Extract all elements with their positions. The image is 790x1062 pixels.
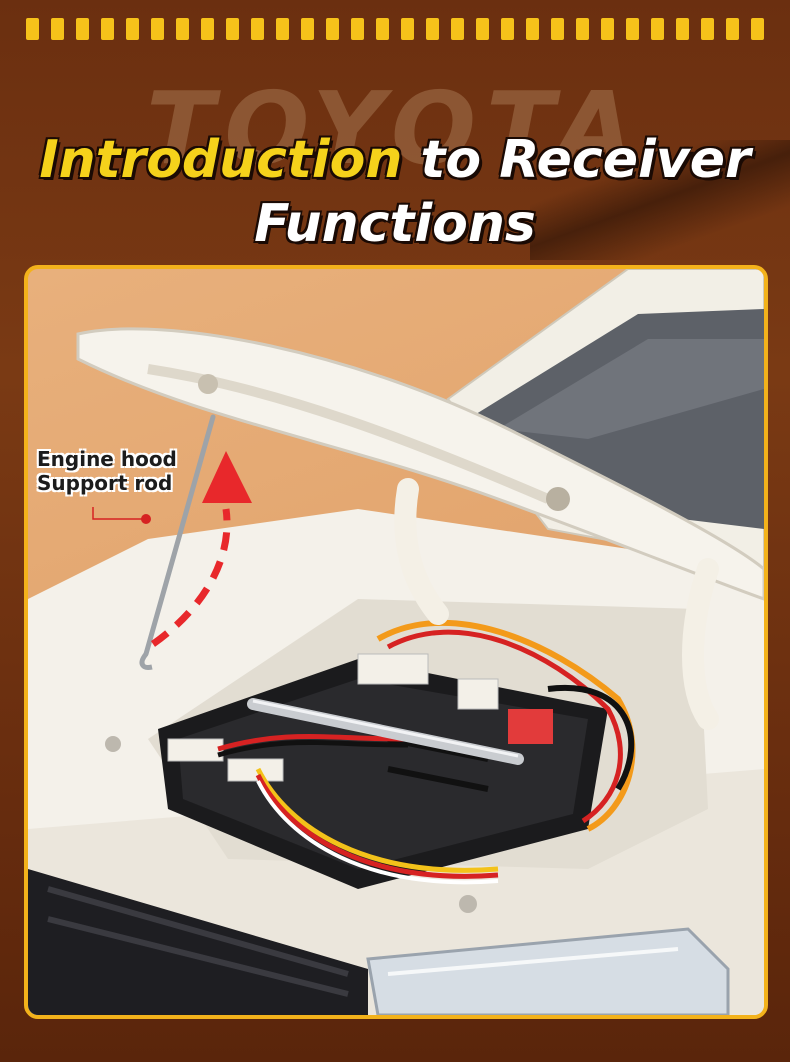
callout-line-2: Support rod xyxy=(37,471,173,495)
callout-line-1: Engine hood xyxy=(37,447,177,471)
page-title: Introduction to Receiver Functions xyxy=(0,128,790,256)
title-line-1: Introduction to Receiver xyxy=(0,128,790,192)
title-rest-line-1: to Receiver xyxy=(402,130,751,190)
title-line-2: Functions xyxy=(254,194,536,254)
brush-stroke-decoration xyxy=(530,140,790,260)
rc-truck-engine-illustration xyxy=(28,269,764,1015)
title-highlight: Introduction xyxy=(39,130,403,190)
top-dotted-border xyxy=(10,18,780,40)
product-photo xyxy=(24,265,768,1019)
support-rod-callout: Engine hood Support rod xyxy=(37,447,177,495)
brand-watermark: TOYOTA xyxy=(146,70,644,187)
